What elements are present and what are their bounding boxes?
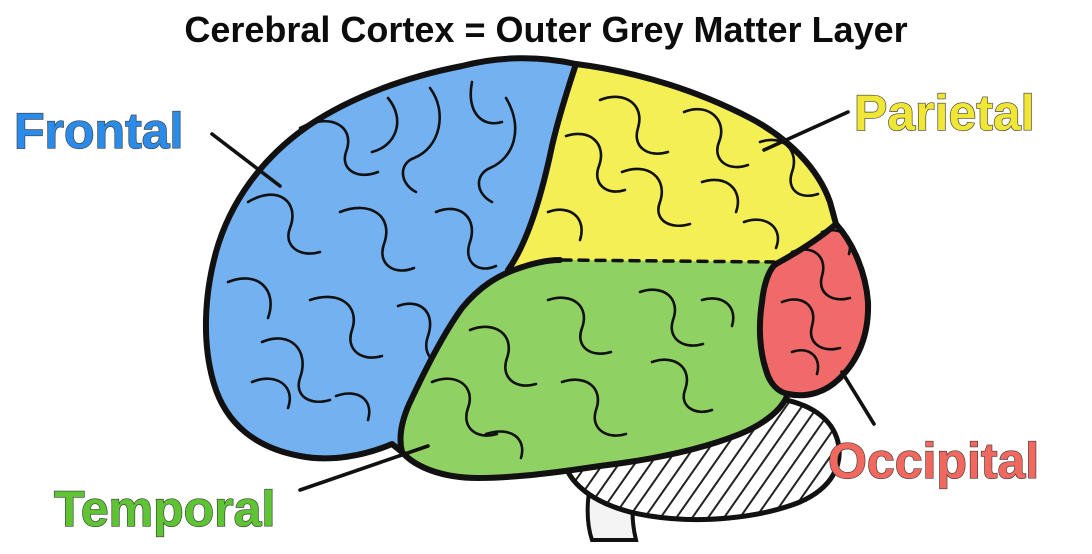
occipital-gyri bbox=[780, 229, 852, 376]
temporal-lobe-shape bbox=[400, 260, 788, 478]
parieto-temporal-dashed-boundary bbox=[560, 258, 776, 264]
frontal-lobe bbox=[205, 58, 584, 459]
occipital-boundary bbox=[756, 221, 839, 397]
temporal-lobe bbox=[400, 260, 788, 478]
fronto-temporal-boundary bbox=[397, 257, 563, 455]
cerebrum-outline bbox=[203, 55, 872, 481]
occipital-lobe bbox=[760, 224, 869, 396]
occipital-lobe-shape bbox=[760, 224, 869, 396]
temporal-label: Temporal bbox=[54, 481, 275, 537]
occipital-leader-line bbox=[840, 370, 876, 426]
diagram-title: Cerebral Cortex = Outer Grey Matter Laye… bbox=[184, 9, 907, 50]
parietal-lobe bbox=[508, 64, 836, 270]
frontal-leader-line bbox=[210, 132, 282, 188]
frontal-lobe-shape bbox=[205, 58, 584, 459]
occipital-label: Occipital bbox=[828, 433, 1039, 489]
parietal-gyri bbox=[546, 95, 820, 250]
temporal-leader-line bbox=[298, 444, 430, 492]
temporal-gyri bbox=[430, 288, 735, 460]
frontal-label: Frontal bbox=[14, 103, 183, 159]
parietal-label: Parietal bbox=[854, 85, 1035, 141]
parietal-leader-line bbox=[762, 110, 850, 152]
frontal-gyri bbox=[226, 80, 517, 422]
central-sulcus bbox=[505, 61, 579, 273]
